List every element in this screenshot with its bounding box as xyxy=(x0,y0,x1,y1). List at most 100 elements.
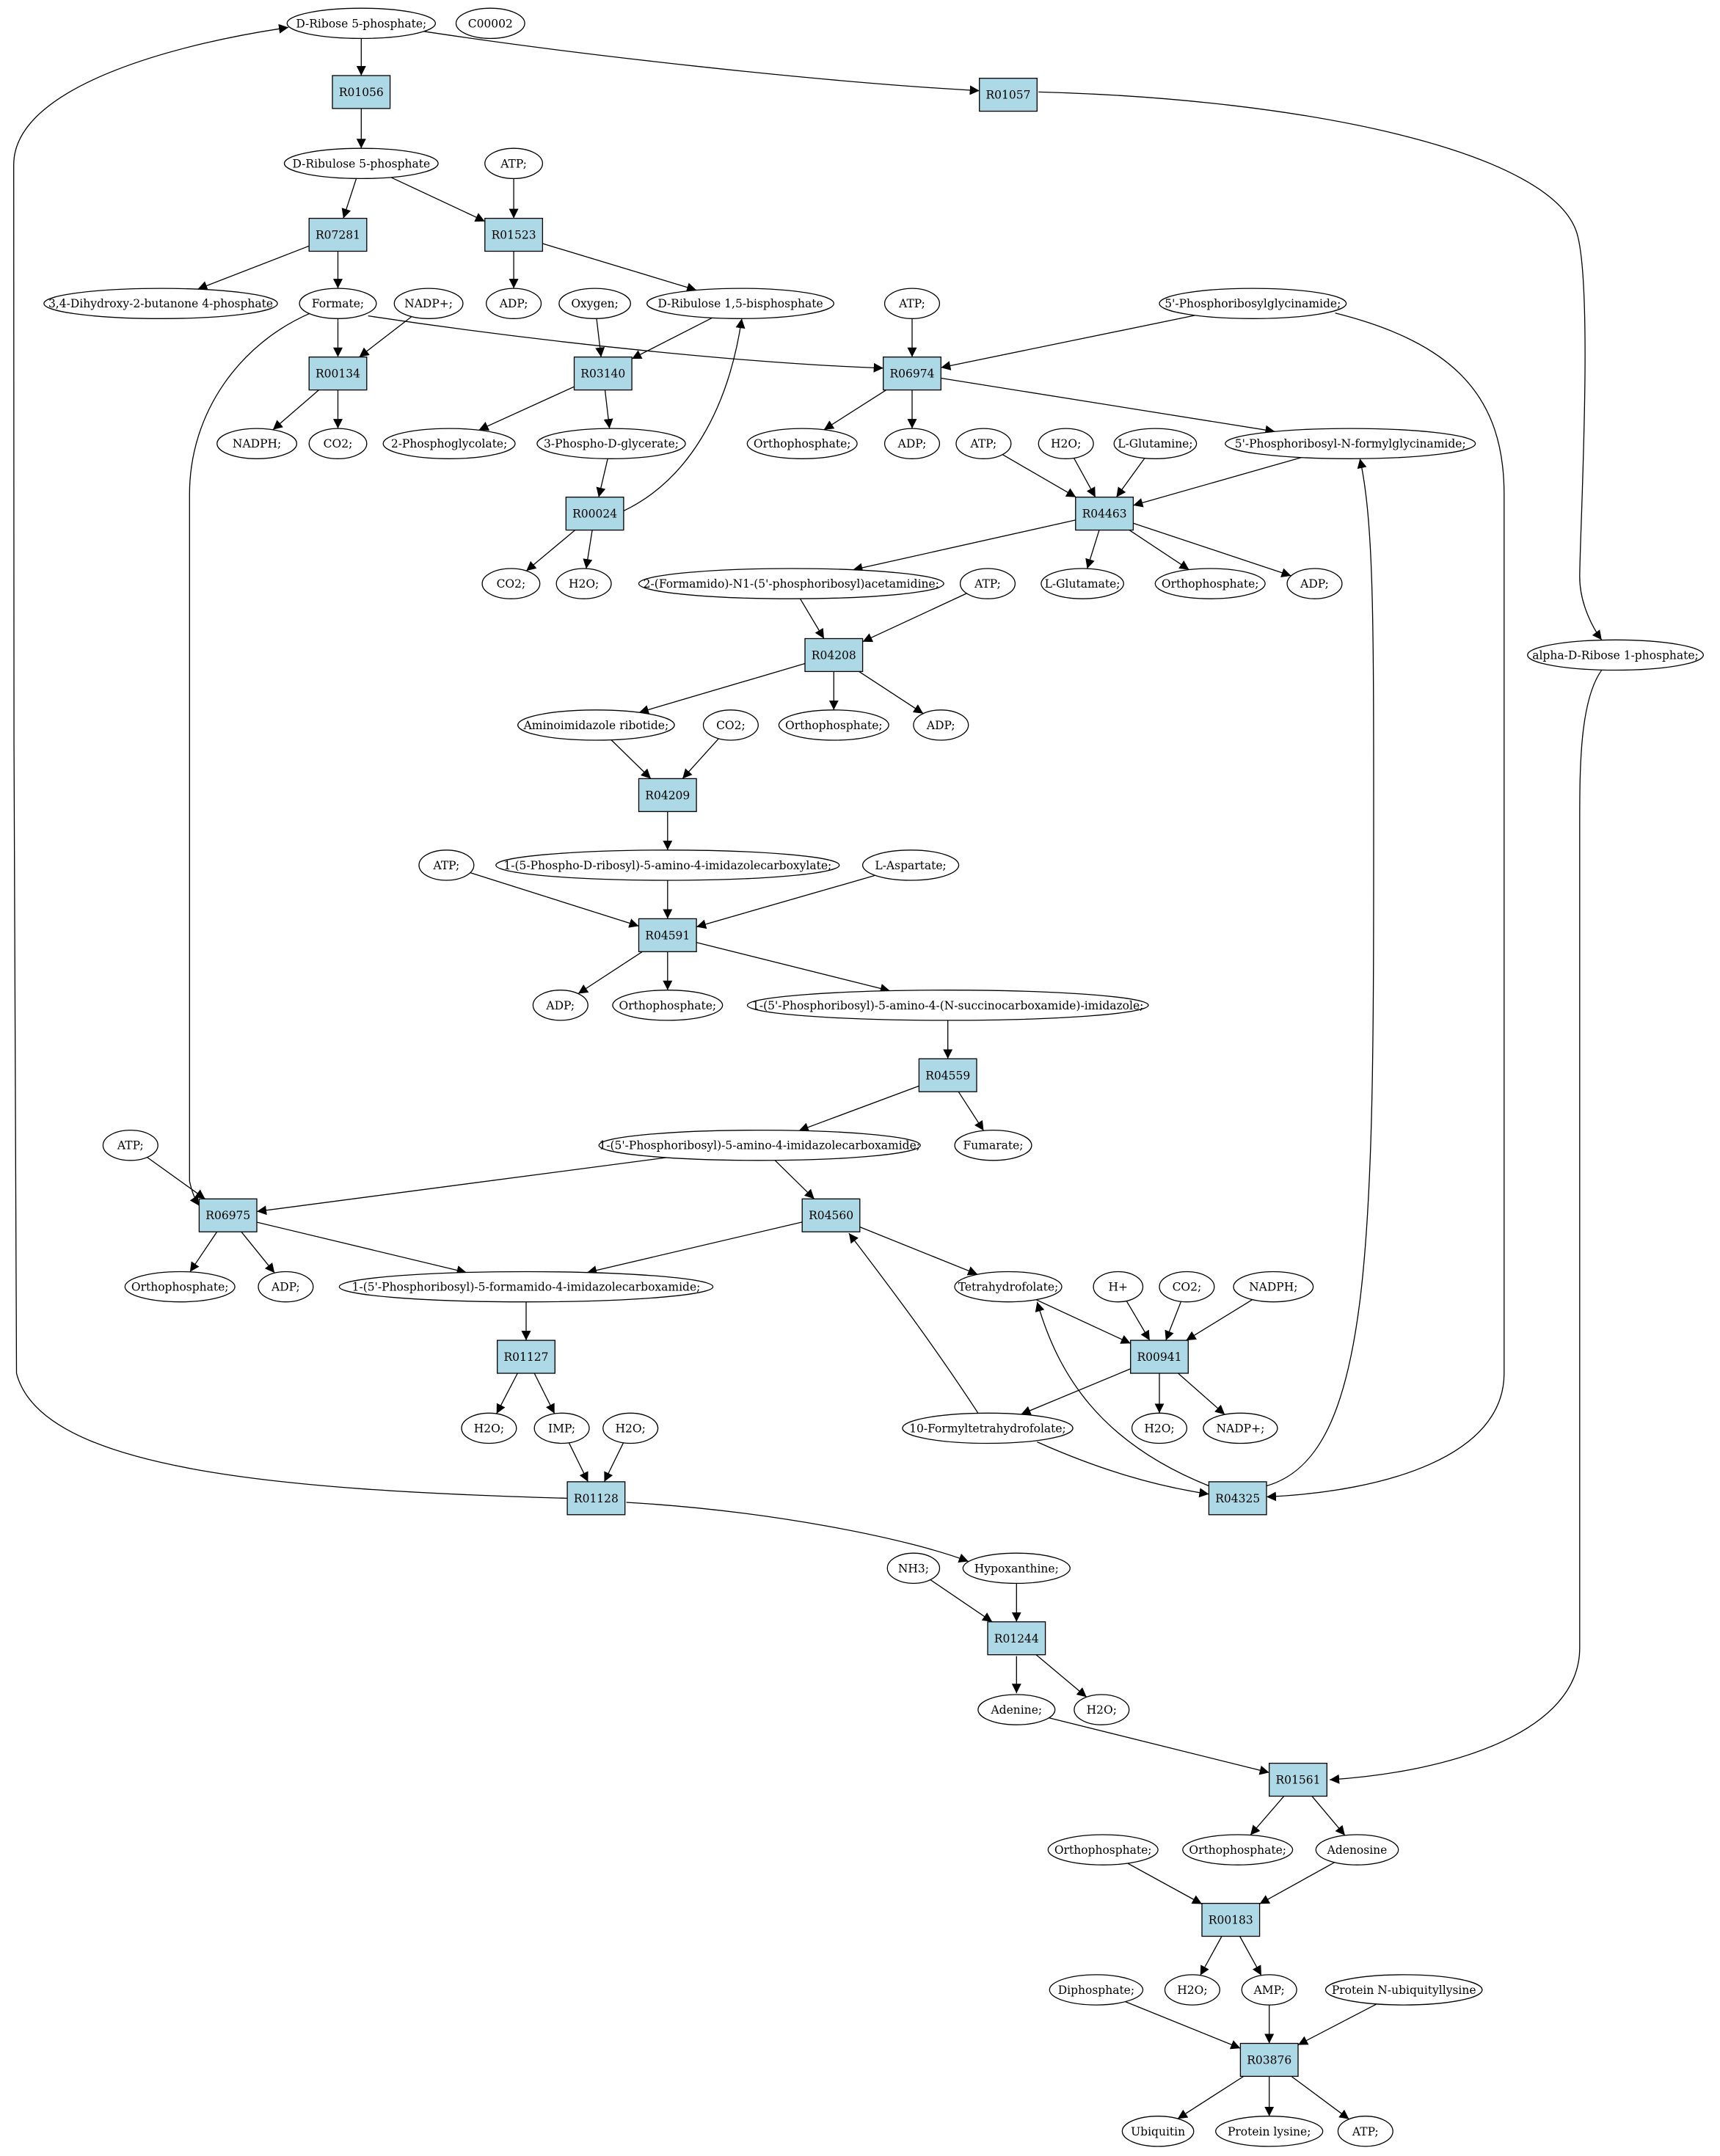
compound-node-atp1[interactable]: ATP; xyxy=(484,147,544,180)
compound-node-phosphoglycolate[interactable]: 2-Phosphoglycolate; xyxy=(382,428,516,459)
compound-node-amp[interactable]: AMP; xyxy=(1241,1974,1297,2006)
compound-node-h2o3[interactable]: H2O; xyxy=(461,1412,517,1444)
compound-node-nadph2[interactable]: NADPH; xyxy=(1233,1271,1314,1303)
compound-node-aicar[interactable]: 1-(5'-Phosphoribosyl)-5-amino-4-imidazol… xyxy=(598,1129,921,1161)
compound-node-adenosine[interactable]: Adenosine xyxy=(1315,1834,1399,1866)
reaction-node-r00134[interactable]: R00134 xyxy=(308,357,368,391)
compound-node-h2o4[interactable]: H2O; xyxy=(602,1412,659,1444)
compound-node-atp3[interactable]: ATP; xyxy=(955,428,1012,459)
compound-node-hypoxanthine[interactable]: Hypoxanthine; xyxy=(962,1552,1071,1585)
compound-node-hplus[interactable]: H+ xyxy=(1093,1271,1144,1303)
reaction-node-r06974[interactable]: R06974 xyxy=(883,357,941,391)
compound-node-pga[interactable]: 3-Phospho-D-glycerate; xyxy=(536,428,686,459)
reaction-node-r01128[interactable]: R01128 xyxy=(566,1481,626,1516)
compound-node-formylthf[interactable]: 10-Formyltetrahydrofolate; xyxy=(902,1412,1074,1444)
edge-R03140-to-phosphoglycolate xyxy=(478,386,575,431)
reaction-node-r01561[interactable]: R01561 xyxy=(1269,1762,1327,1797)
reaction-node-r01056[interactable]: R01056 xyxy=(332,75,391,109)
reaction-node-r01244[interactable]: R01244 xyxy=(987,1621,1046,1656)
compound-node-h2o1[interactable]: H2O; xyxy=(1038,428,1094,459)
compound-node-adp1[interactable]: ADP; xyxy=(486,288,542,319)
compound-node-ribulose5p[interactable]: D-Ribulose 5-phosphate xyxy=(283,147,439,180)
compound-node-c00002[interactable]: C00002 xyxy=(455,7,525,40)
reaction-node-r03140[interactable]: R03140 xyxy=(573,357,633,391)
reaction-node-r04209[interactable]: R04209 xyxy=(638,778,697,812)
compound-node-aspartate[interactable]: L-Aspartate; xyxy=(861,849,960,881)
compound-node-h2o5[interactable]: H2O; xyxy=(1131,1412,1188,1444)
compound-node-fumarate[interactable]: Fumarate; xyxy=(954,1129,1032,1161)
reaction-node-r00941[interactable]: R00941 xyxy=(1130,1340,1189,1374)
compound-node-saicar[interactable]: 1-(5'-Phosphoribosyl)-5-amino-4-(N-succi… xyxy=(746,990,1149,1021)
compound-node-adenine[interactable]: Adenine; xyxy=(977,1694,1056,1725)
compound-node-nh3[interactable]: NH3; xyxy=(886,1552,941,1585)
compound-node-cair[interactable]: 1-(5-Phospho-D-ribosyl)-5-amino-4-imidaz… xyxy=(495,849,840,881)
compound-node-dihydroxy[interactable]: 3,4-Dihydroxy-2-butanone 4-phosphate xyxy=(43,288,278,319)
compound-node-ortho5[interactable]: Orthophosphate; xyxy=(124,1271,236,1303)
reaction-node-r00183[interactable]: R00183 xyxy=(1201,1902,1261,1937)
compound-node-co2b[interactable]: CO2; xyxy=(481,568,541,599)
compound-node-ortho2[interactable]: Orthophosphate; xyxy=(1154,568,1266,599)
compound-node-ortho1[interactable]: Orthophosphate; xyxy=(746,428,858,459)
compound-node-co2c[interactable]: CO2; xyxy=(702,709,759,741)
compound-node-nadp1[interactable]: NADP+; xyxy=(393,288,464,319)
compound-node-imp[interactable]: IMP; xyxy=(533,1412,590,1444)
compound-node-pgly[interactable]: 5'-Phosphoribosylglycinamide; xyxy=(1159,288,1347,319)
reaction-node-r07281[interactable]: R07281 xyxy=(308,217,368,252)
edge-R04559-to-fumarate xyxy=(958,1091,985,1131)
compound-node-adp6[interactable]: ADP; xyxy=(258,1271,314,1303)
compound-node-adp5[interactable]: ADP; xyxy=(532,990,588,1021)
compound-node-atp5[interactable]: ATP; xyxy=(418,849,475,881)
compound-node-faicar[interactable]: 1-(5'-Phosphoribosyl)-5-formamido-4-imid… xyxy=(338,1271,714,1303)
edge-formylthf-to-R04560 xyxy=(848,1232,979,1414)
compound-node-proteinlys[interactable]: Protein lysine; xyxy=(1215,2116,1324,2147)
compound-node-oxygen[interactable]: Oxygen; xyxy=(558,288,631,319)
reaction-node-r03876[interactable]: R03876 xyxy=(1239,2042,1299,2078)
compound-node-thf[interactable]: Tetrahydrofolate; xyxy=(954,1271,1063,1303)
compound-node-h2o7[interactable]: H2O; xyxy=(1164,1974,1220,2006)
compound-node-atp2[interactable]: ATP; xyxy=(883,288,941,319)
compound-node-h2o2[interactable]: H2O; xyxy=(555,568,612,599)
compound-node-adp3[interactable]: ADP; xyxy=(1286,568,1343,599)
compound-node-nadp2[interactable]: NADP+; xyxy=(1203,1412,1278,1444)
compound-node-ortho6[interactable]: Orthophosphate; xyxy=(1047,1834,1159,1866)
compound-node-atp6[interactable]: ATP; xyxy=(102,1129,158,1161)
compound-node-ubiquitin[interactable]: Ubiquitin xyxy=(1121,2116,1195,2147)
compound-node-diphosphate[interactable]: Diphosphate; xyxy=(1049,1974,1144,2006)
reaction-node-r01127[interactable]: R01127 xyxy=(497,1340,555,1374)
reaction-node-r04559[interactable]: R04559 xyxy=(918,1058,977,1092)
compound-ellipse xyxy=(1113,428,1198,459)
compound-node-ortho4[interactable]: Orthophosphate; xyxy=(612,990,724,1021)
node-label: ATP; xyxy=(898,297,925,310)
compound-node-h2o6[interactable]: H2O; xyxy=(1074,1694,1130,1725)
compound-node-ubiqlys[interactable]: Protein N-ubiquityllysine xyxy=(1324,1974,1483,2006)
compound-node-formate[interactable]: Formate; xyxy=(299,288,377,319)
compound-node-glutamate[interactable]: L-Glutamate; xyxy=(1041,568,1124,599)
reaction-node-r04208[interactable]: R04208 xyxy=(804,637,864,673)
compound-node-atp7[interactable]: ATP; xyxy=(1337,2116,1393,2147)
compound-node-ribose5p[interactable]: D-Ribose 5-phosphate; xyxy=(286,7,437,40)
compound-node-rubp[interactable]: D-Ribulose 1,5-bisphosphate xyxy=(646,288,834,319)
compound-node-adp2[interactable]: ADP; xyxy=(883,428,941,459)
compound-node-fgar[interactable]: 5'-Phosphoribosyl-N-formylglycinamide; xyxy=(1225,428,1476,459)
reaction-node-r04560[interactable]: R04560 xyxy=(801,1198,861,1232)
compound-node-atp4[interactable]: ATP; xyxy=(959,568,1016,599)
compound-node-ortho3[interactable]: Orthophosphate; xyxy=(778,709,889,741)
compound-node-ortho7[interactable]: Orthophosphate; xyxy=(1182,1834,1294,1866)
reaction-node-r06975[interactable]: R06975 xyxy=(198,1198,258,1232)
compound-node-co2a[interactable]: CO2; xyxy=(308,428,368,459)
compound-node-adp4[interactable]: ADP; xyxy=(913,709,969,741)
reaction-node-r00024[interactable]: R00024 xyxy=(565,497,624,531)
compound-ellipse xyxy=(646,288,834,319)
compound-node-glutamine[interactable]: L-Glutamine; xyxy=(1113,428,1198,459)
reaction-node-r04325[interactable]: R04325 xyxy=(1208,1481,1267,1516)
compound-node-nadph1[interactable]: NADPH; xyxy=(216,428,298,459)
compound-node-fgam[interactable]: 2-(Formamido)-N1-(5'-phosphoribosyl)acet… xyxy=(638,568,944,599)
reaction-node-r04463[interactable]: R04463 xyxy=(1075,497,1134,531)
compound-node-air[interactable]: Aminoimidazole ribotide; xyxy=(517,709,675,741)
reaction-node-r04591[interactable]: R04591 xyxy=(638,918,697,952)
reaction-node-r01057[interactable]: R01057 xyxy=(979,78,1038,112)
compound-node-alpharibose[interactable]: alpha-D-Ribose 1-phosphate; xyxy=(1527,639,1704,671)
node-label: R00941 xyxy=(1137,1351,1182,1364)
reaction-node-r01523[interactable]: R01523 xyxy=(484,217,544,252)
compound-node-co2d[interactable]: CO2; xyxy=(1159,1271,1215,1303)
